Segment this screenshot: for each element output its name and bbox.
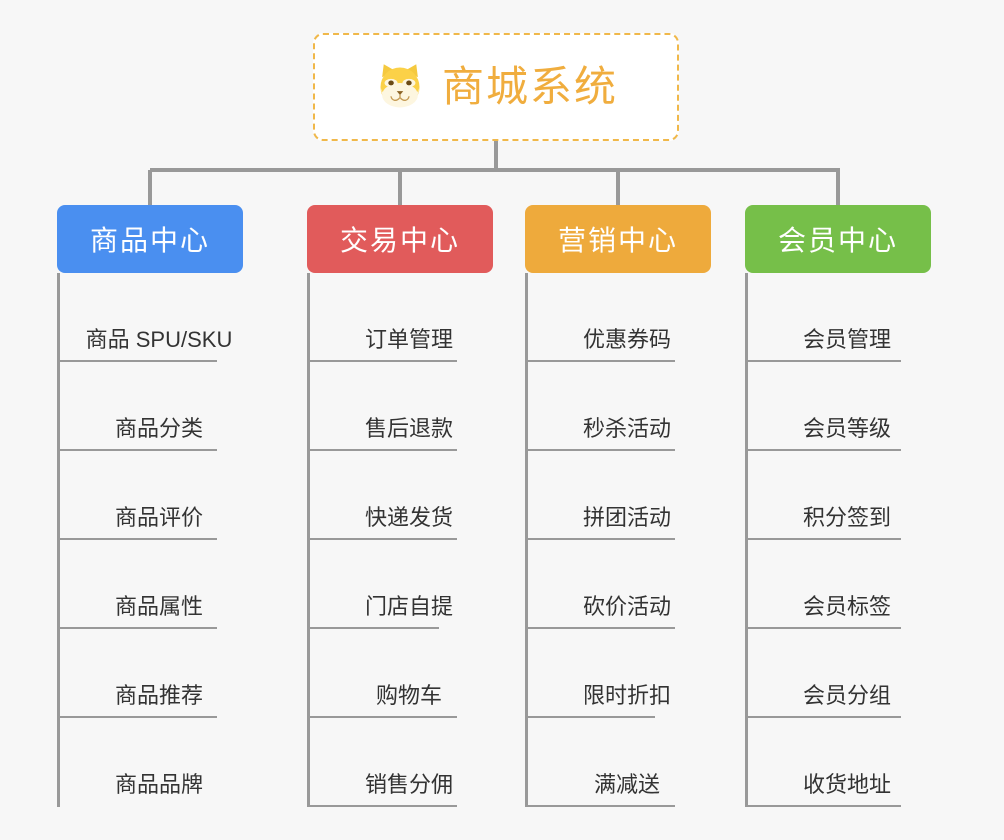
leaf-item[interactable]: 门店自提 — [307, 540, 493, 629]
leaf-item[interactable]: 订单管理 — [307, 273, 493, 362]
leaf-label: 订单管理 — [364, 326, 453, 352]
leaf-item[interactable]: 拼团活动 — [525, 451, 711, 540]
leaf-label: 会员管理 — [802, 326, 891, 352]
leaf-item[interactable]: 会员等级 — [745, 362, 931, 451]
leaf-label: 商品分类 — [114, 415, 203, 441]
branch-column-member-center: 会员中心 会员管理 会员等级 积分签到 会员标签 会员分组 收货地址 — [745, 205, 931, 807]
leaf-label: 优惠券码 — [582, 326, 671, 352]
root-node[interactable]: 商城系统 — [313, 33, 679, 141]
leaf-label: 商品属性 — [114, 593, 203, 619]
leaf-label: 会员分组 — [802, 682, 891, 708]
leaf-item[interactable]: 收货地址 — [745, 718, 931, 807]
leaf-item[interactable]: 销售分佣 — [307, 718, 493, 807]
leaf-item[interactable]: 优惠券码 — [525, 273, 711, 362]
leaf-label: 门店自提 — [364, 593, 453, 619]
leaf-label: 会员标签 — [802, 593, 891, 619]
leaf-item[interactable]: 商品 SPU/SKU — [57, 273, 243, 362]
category-label: 商品中心 — [89, 225, 210, 256]
leaf-label: 商品 SPU/SKU — [85, 326, 233, 352]
leaf-list-product-center: 商品 SPU/SKU 商品分类 商品评价 商品属性 商品推荐 商品品牌 — [57, 273, 243, 807]
leaf-item[interactable]: 积分签到 — [745, 451, 931, 540]
category-label: 营销中心 — [557, 225, 678, 256]
category-box-trade-center[interactable]: 交易中心 — [307, 205, 493, 273]
category-box-member-center[interactable]: 会员中心 — [745, 205, 931, 273]
leaf-item[interactable]: 会员标签 — [745, 540, 931, 629]
leaf-label: 限时折扣 — [582, 682, 671, 708]
root-title: 商城系统 — [441, 63, 618, 110]
branch-column-product-center: 商品中心 商品 SPU/SKU 商品分类 商品评价 商品属性 商品推荐 商品品牌 — [57, 205, 243, 807]
leaf-label: 商品推荐 — [114, 682, 203, 708]
leaf-item[interactable]: 商品分类 — [57, 362, 243, 451]
leaf-label: 商品评价 — [114, 504, 203, 530]
category-label: 交易中心 — [339, 225, 460, 256]
category-box-product-center[interactable]: 商品中心 — [57, 205, 243, 273]
branch-spine — [745, 273, 748, 807]
leaf-label: 拼团活动 — [582, 504, 671, 530]
leaf-item[interactable]: 会员管理 — [745, 273, 931, 362]
leaf-item[interactable]: 商品属性 — [57, 540, 243, 629]
leaf-label: 快递发货 — [364, 504, 453, 530]
branch-spine — [525, 273, 528, 807]
branch-spine — [307, 273, 310, 807]
branch-column-marketing-center: 营销中心 优惠券码 秒杀活动 拼团活动 砍价活动 限时折扣 满减送 — [525, 205, 711, 807]
leaf-label: 会员等级 — [802, 415, 891, 441]
leaf-item[interactable]: 商品推荐 — [57, 629, 243, 718]
leaf-item[interactable]: 快递发货 — [307, 451, 493, 540]
leaf-label: 积分签到 — [802, 504, 891, 530]
leaf-label: 销售分佣 — [364, 771, 453, 797]
leaf-list-member-center: 会员管理 会员等级 积分签到 会员标签 会员分组 收货地址 — [745, 273, 931, 807]
leaf-label: 收货地址 — [802, 771, 891, 797]
shiba-dog-face-icon — [380, 64, 420, 108]
leaf-list-marketing-center: 优惠券码 秒杀活动 拼团活动 砍价活动 限时折扣 满减送 — [525, 273, 711, 807]
leaf-label: 购物车 — [375, 682, 442, 708]
leaf-label: 商品品牌 — [114, 771, 203, 797]
category-label: 会员中心 — [777, 225, 898, 256]
leaf-label: 售后退款 — [364, 415, 453, 441]
leaf-item[interactable]: 商品品牌 — [75, 718, 243, 807]
leaf-item[interactable]: 售后退款 — [307, 362, 493, 451]
leaf-list-trade-center: 订单管理 售后退款 快递发货 门店自提 购物车 销售分佣 — [307, 273, 493, 807]
leaf-item[interactable]: 商品评价 — [57, 451, 243, 540]
leaf-item[interactable]: 砍价活动 — [525, 540, 711, 629]
leaf-label: 秒杀活动 — [582, 415, 671, 441]
category-box-marketing-center[interactable]: 营销中心 — [525, 205, 711, 273]
leaf-label: 砍价活动 — [582, 593, 671, 619]
leaf-item[interactable]: 会员分组 — [745, 629, 931, 718]
leaf-item[interactable]: 限时折扣 — [525, 629, 711, 718]
leaf-item[interactable]: 满减送 — [525, 718, 711, 807]
branch-spine — [57, 273, 60, 807]
branch-column-trade-center: 交易中心 订单管理 售后退款 快递发货 门店自提 购物车 销售分佣 — [307, 205, 493, 807]
leaf-item[interactable]: 购物车 — [307, 629, 493, 718]
leaf-label: 满减送 — [593, 771, 660, 797]
leaf-item[interactable]: 秒杀活动 — [525, 362, 711, 451]
